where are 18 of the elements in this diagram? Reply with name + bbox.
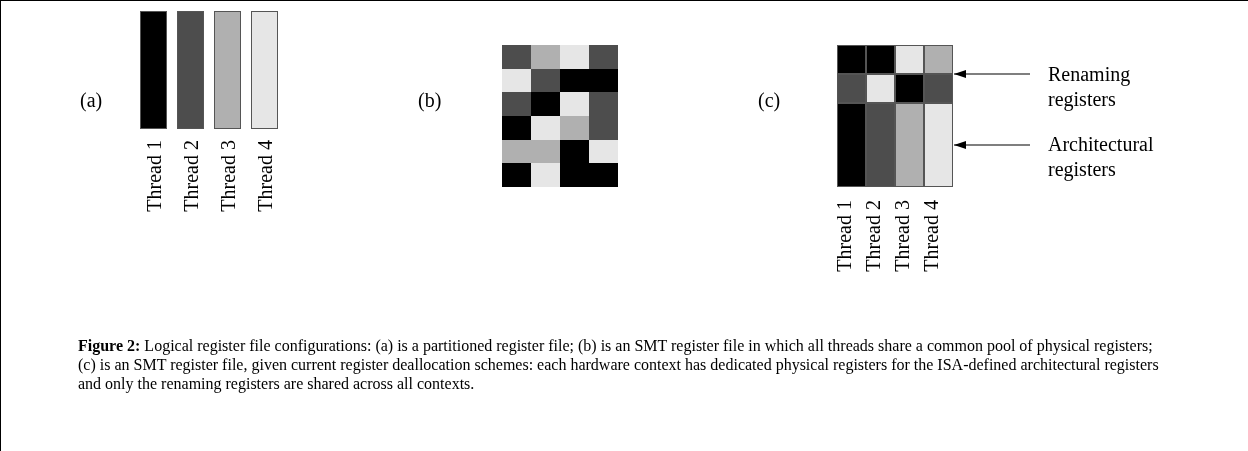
thread-label: Thread 2 — [863, 200, 883, 272]
leader-arrow — [953, 141, 1031, 149]
panel-label: (c) — [758, 90, 781, 110]
thread-label: Thread 3 — [892, 200, 912, 272]
callout-label: Architectural registers — [1048, 132, 1178, 182]
thread-label: Thread 4 — [255, 140, 275, 212]
callout-label: Renaming registers — [1048, 62, 1158, 112]
thread-label: Thread 4 — [921, 200, 941, 272]
panel-label: (b) — [418, 90, 442, 110]
figure-caption: Figure 2: Logical register file configurations: (a) is a partitioned register file; (b) is an SMT register file in which all threads share a common pool of physical registers; (c) is an SMT register file, given current register deallocation schemes: each hardware context has dedicated physical registers for the ISA-defined architectural registers and only the renaming registers are shared across all contexts. — [78, 336, 1160, 393]
thread-label: Thread 2 — [181, 140, 201, 212]
thread-label: Thread 3 — [218, 140, 238, 212]
thread-label: Thread 1 — [834, 200, 854, 272]
panel-label: (a) — [80, 90, 103, 110]
renaming-register-region — [837, 45, 953, 103]
architectural-register-region — [837, 103, 953, 187]
leader-arrow — [953, 70, 1031, 78]
thread-label: Thread 1 — [144, 140, 164, 212]
